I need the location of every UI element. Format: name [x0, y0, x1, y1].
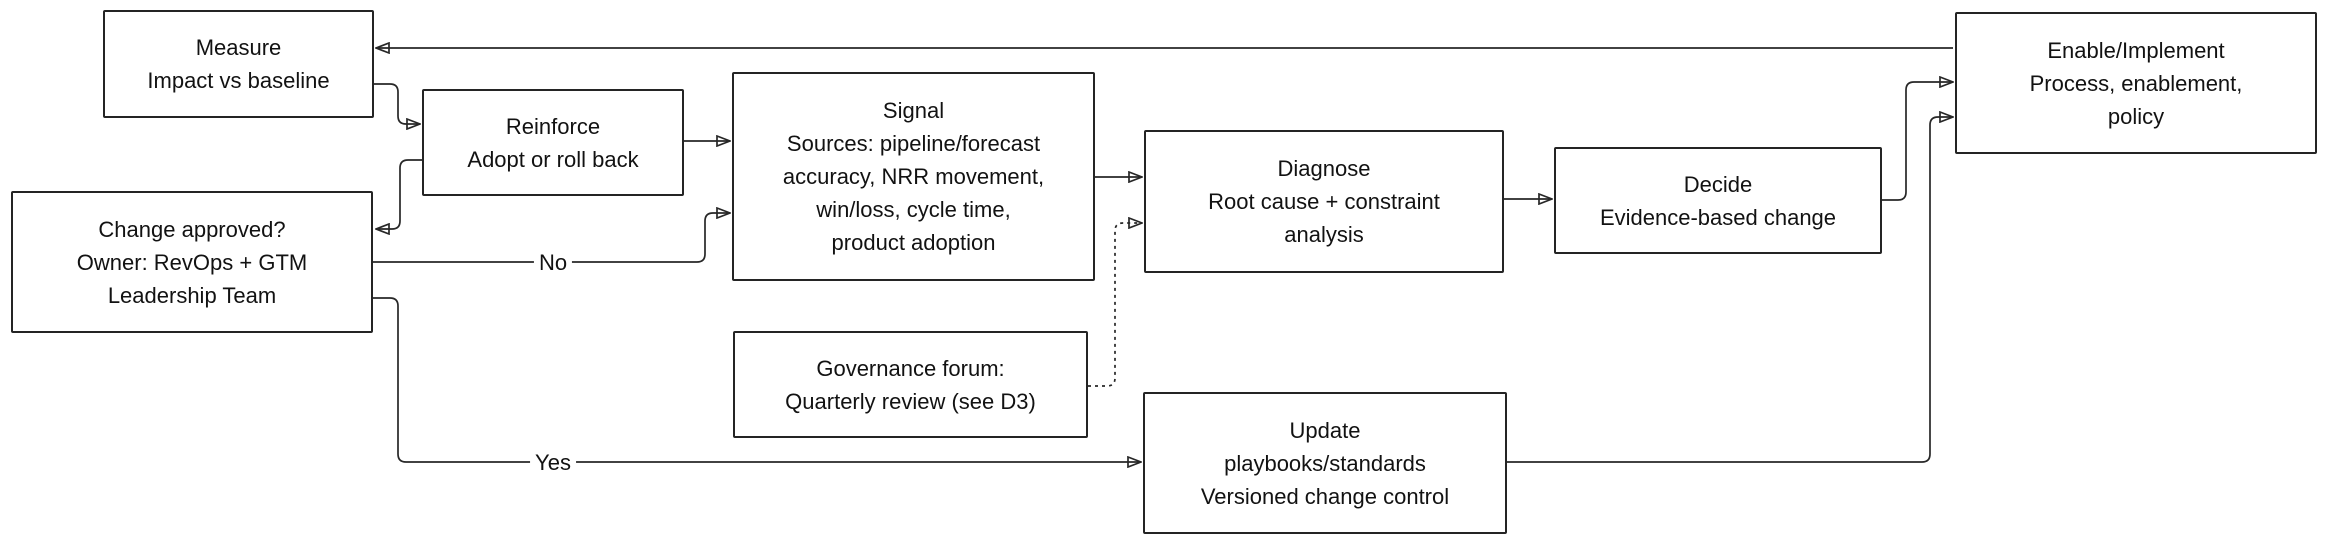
- node-line: Signal: [882, 98, 945, 123]
- edge-label-yes: Yes: [530, 448, 576, 478]
- edge-change-approved-yes-to-update: [373, 297, 1141, 462]
- edge-label-no: No: [533, 248, 573, 278]
- node-line: Governance forum:: [816, 355, 1005, 381]
- node-line: Reinforce: [505, 113, 601, 139]
- edge-governance-to-diagnose: [1088, 223, 1142, 387]
- node-line: Quarterly review (see D3): [785, 388, 1036, 414]
- node-line: win/loss, cycle time,: [816, 197, 1011, 222]
- node-line: Change approved?: [98, 216, 286, 242]
- node-decide: Decide Evidence-based change: [1554, 147, 1882, 254]
- node-line: Owner: RevOps + GTM: [76, 249, 308, 275]
- node-line: Adopt or roll back: [467, 146, 639, 172]
- node-line: policy: [2107, 103, 2165, 129]
- node-line: accuracy, NRR movement,: [782, 164, 1045, 189]
- node-reinforce: Reinforce Adopt or roll back: [422, 89, 684, 196]
- node-line: Versioned change control: [1200, 483, 1450, 509]
- edge-change-approved-no-to-signal: [373, 213, 730, 263]
- node-governance-forum: Governance forum: Quarterly review (see …: [733, 331, 1088, 438]
- node-line: Diagnose: [1277, 156, 1371, 181]
- node-line: Impact vs baseline: [147, 68, 330, 93]
- node-enable-implement: Enable/Implement Process, enablement, po…: [1955, 12, 2317, 154]
- edge-measure-to-reinforce: [374, 83, 420, 124]
- node-line: Update: [1289, 417, 1361, 443]
- node-line: Measure: [195, 35, 282, 60]
- node-line: Root cause + constraint: [1208, 189, 1440, 214]
- node-update-playbooks: Update playbooks/standards Versioned cha…: [1143, 392, 1507, 534]
- edge-decide-to-enable: [1882, 82, 1953, 201]
- node-line: analysis: [1284, 222, 1364, 247]
- edge-reinforce-to-change-approved: [376, 159, 422, 229]
- node-line: playbooks/standards: [1224, 450, 1426, 476]
- node-change-approved: Change approved? Owner: RevOps + GTM Lea…: [11, 191, 373, 333]
- node-line: Leadership Team: [107, 282, 277, 308]
- node-line: product adoption: [831, 230, 996, 255]
- node-line: Evidence-based change: [1599, 204, 1837, 230]
- node-measure: Measure Impact vs baseline: [103, 10, 374, 118]
- node-line: Process, enablement,: [2029, 70, 2243, 96]
- node-line: Enable/Implement: [2047, 37, 2225, 63]
- node-diagnose: Diagnose Root cause + constraint analysi…: [1144, 130, 1504, 273]
- node-line: Sources: pipeline/forecast: [786, 131, 1041, 156]
- node-line: Decide: [1683, 171, 1753, 197]
- edge-update-to-enable: [1507, 117, 1953, 463]
- node-signal: Signal Sources: pipeline/forecast accura…: [732, 72, 1095, 281]
